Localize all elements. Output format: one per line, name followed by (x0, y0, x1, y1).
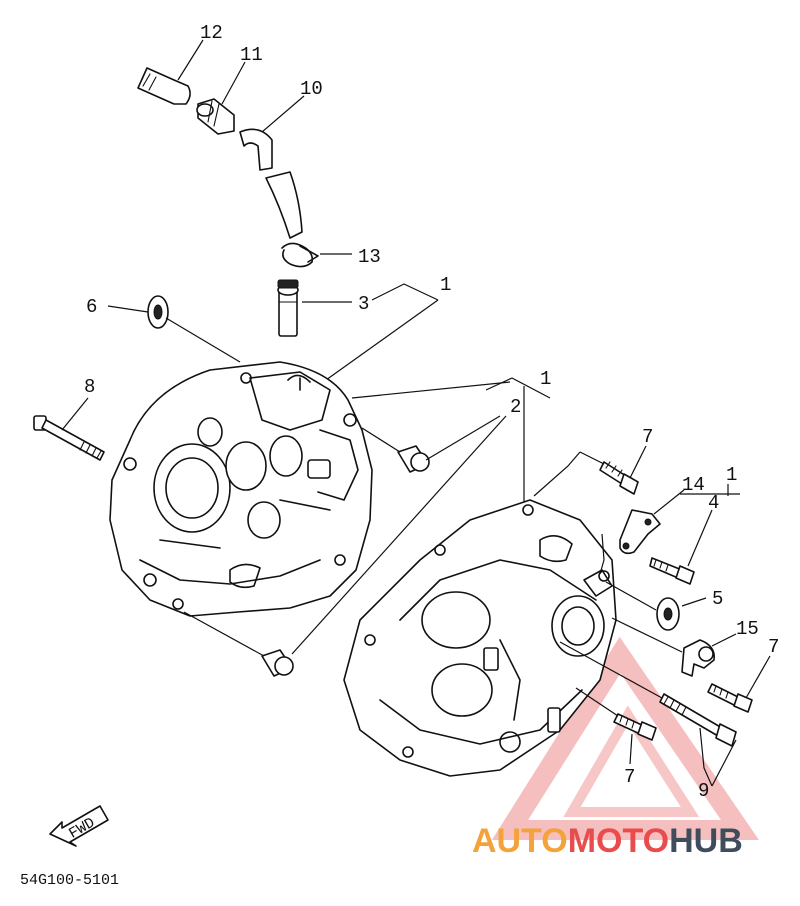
left-crankcase (109, 361, 373, 617)
part-10-hose (239, 95, 305, 239)
drawing-code: 54G100-5101 (20, 872, 119, 889)
callout-11: 11 (240, 44, 263, 66)
part-12-cap (137, 39, 204, 105)
callout-12: 12 (200, 22, 223, 44)
part-6-washer (107, 295, 241, 363)
callout-13: 13 (358, 246, 381, 268)
callout-1-lower: 1 (726, 464, 737, 486)
watermark-auto: AUTO (472, 822, 568, 860)
part-7-bolt-upper (533, 445, 647, 497)
callout-1-middle: 1 (540, 368, 551, 390)
part-4-screw (649, 509, 713, 585)
callout-3: 3 (358, 293, 369, 315)
watermark-text: AUTOMOTOHUB (472, 822, 743, 860)
watermark-hub: HUB (669, 822, 743, 860)
part-9-bolt (559, 641, 737, 787)
callout-6: 6 (86, 296, 97, 318)
callout-10: 10 (300, 78, 323, 100)
forward-arrow: FWD (49, 805, 109, 847)
part-7-bolt-lower (575, 687, 657, 765)
callout-5: 5 (712, 588, 723, 610)
right-crankcase (343, 499, 617, 777)
part-5-washer (605, 581, 707, 631)
callout-4: 4 (708, 492, 719, 514)
leader-1-lower (680, 484, 740, 496)
callout-2: 2 (510, 396, 521, 418)
callout-7-upper: 7 (642, 426, 653, 448)
leader-1-middle (351, 377, 551, 502)
part-11-fitting (196, 61, 246, 135)
part-14-plate (599, 489, 685, 575)
watermark-moto: MOTO (568, 822, 669, 860)
part-13-clip (281, 242, 352, 268)
part-2-dowel-upper (361, 415, 501, 473)
callout-8: 8 (84, 376, 95, 398)
watermark-logo (491, 636, 759, 840)
callout-15: 15 (736, 618, 759, 640)
part-7-bolt-right (707, 655, 771, 713)
part-8-bolt (33, 397, 105, 461)
leader-1-upper (325, 283, 439, 381)
callout-9: 9 (698, 780, 709, 802)
part-2-dowel-lower (183, 415, 507, 677)
callout-7-right: 7 (768, 636, 779, 658)
callout-1-upper: 1 (440, 274, 451, 296)
part-15-clamp (611, 617, 737, 677)
part-3-nipple (277, 279, 352, 337)
callout-14: 14 (682, 474, 705, 496)
callout-7-lower: 7 (624, 766, 635, 788)
